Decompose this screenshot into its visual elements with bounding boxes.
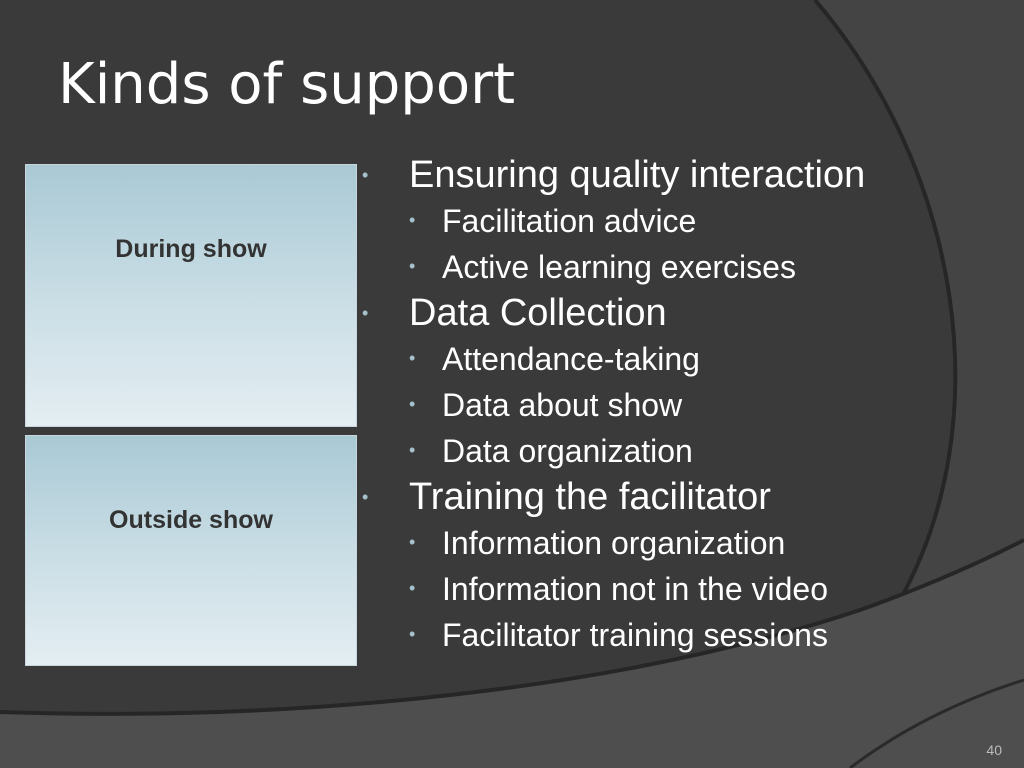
during-show-label: During show <box>115 235 267 263</box>
bullet-item: • Data Collection <box>362 290 865 336</box>
bullet-text: Data Collection <box>409 292 667 334</box>
bullet-dot-icon: • <box>409 624 416 644</box>
bullet-text: Active learning exercises <box>442 249 796 285</box>
bullet-dot-icon: • <box>409 348 416 368</box>
bullet-dot-icon: • <box>409 440 416 460</box>
bullet-text: Information not in the video <box>442 571 829 607</box>
bullet-list: • Ensuring quality interaction • Facilit… <box>362 152 865 658</box>
bullet-text: Facilitation advice <box>442 203 697 239</box>
sub-bullet-item: • Data about show <box>362 382 865 428</box>
bullet-text: Data about show <box>442 387 683 423</box>
outside-show-box: Outside show <box>25 435 357 666</box>
bullet-dot-icon: • <box>409 394 416 414</box>
bullet-dot-icon: • <box>362 303 369 323</box>
sub-bullet-item: • Information organization <box>362 520 865 566</box>
bullet-text: Information organization <box>442 525 786 561</box>
bullet-dot-icon: • <box>409 532 416 552</box>
bullet-dot-icon: • <box>409 210 416 230</box>
bullet-text: Ensuring quality interaction <box>409 154 866 196</box>
bullet-item: • Training the facilitator <box>362 474 865 520</box>
bullet-dot-icon: • <box>362 487 369 507</box>
bullet-text: Attendance-taking <box>442 341 700 377</box>
sub-bullet-item: • Data organization <box>362 428 865 474</box>
page-number: 40 <box>986 742 1002 758</box>
bullet-text: Facilitator training sessions <box>442 617 828 653</box>
bullet-dot-icon: • <box>409 578 416 598</box>
sub-bullet-item: • Information not in the video <box>362 566 865 612</box>
sub-bullet-item: • Facilitator training sessions <box>362 612 865 658</box>
bullet-dot-icon: • <box>409 256 416 276</box>
sub-bullet-item: • Attendance-taking <box>362 336 865 382</box>
bullet-dot-icon: • <box>362 165 369 185</box>
slide-title: Kinds of support <box>58 52 516 117</box>
sub-bullet-item: • Active learning exercises <box>362 244 865 290</box>
bullet-text: Data organization <box>442 433 693 469</box>
bullet-text: Training the facilitator <box>409 476 771 518</box>
outside-show-label: Outside show <box>109 506 273 534</box>
sub-bullet-item: • Facilitation advice <box>362 198 865 244</box>
during-show-box: During show <box>25 164 357 427</box>
bullet-item: • Ensuring quality interaction <box>362 152 865 198</box>
